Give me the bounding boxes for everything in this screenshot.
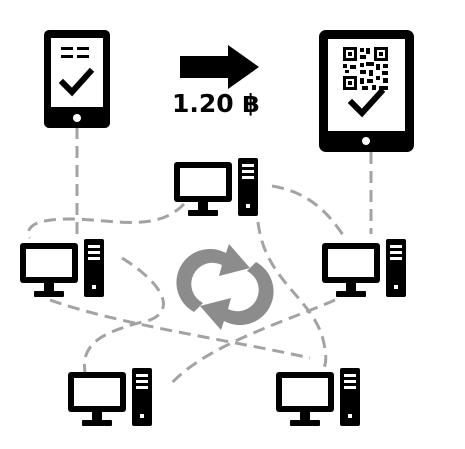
computer-bottom-right xyxy=(276,368,360,426)
network-connections xyxy=(26,127,373,386)
payment-amount: 1.20 ฿ xyxy=(172,89,260,118)
connector-top-bottomright xyxy=(256,221,328,373)
checkmark-icon xyxy=(347,87,386,118)
sync-icon xyxy=(176,244,274,330)
receiver-tablet xyxy=(319,30,414,152)
connector-right-bottomleft xyxy=(168,298,336,386)
document-icon xyxy=(61,47,89,58)
sender-phone xyxy=(44,30,110,128)
connector-top-right xyxy=(271,184,347,239)
connector-left-bottomleft xyxy=(82,256,165,373)
computer-bottom-left xyxy=(68,368,152,426)
transfer-arrow-icon xyxy=(180,45,259,89)
qr-code-icon xyxy=(343,47,388,90)
connector-top-left xyxy=(26,202,186,240)
computer-right xyxy=(322,239,406,297)
connector-left-bottomright xyxy=(49,298,311,360)
computer-top xyxy=(174,158,258,216)
checkmark-icon xyxy=(58,67,95,97)
computer-left xyxy=(20,239,104,297)
